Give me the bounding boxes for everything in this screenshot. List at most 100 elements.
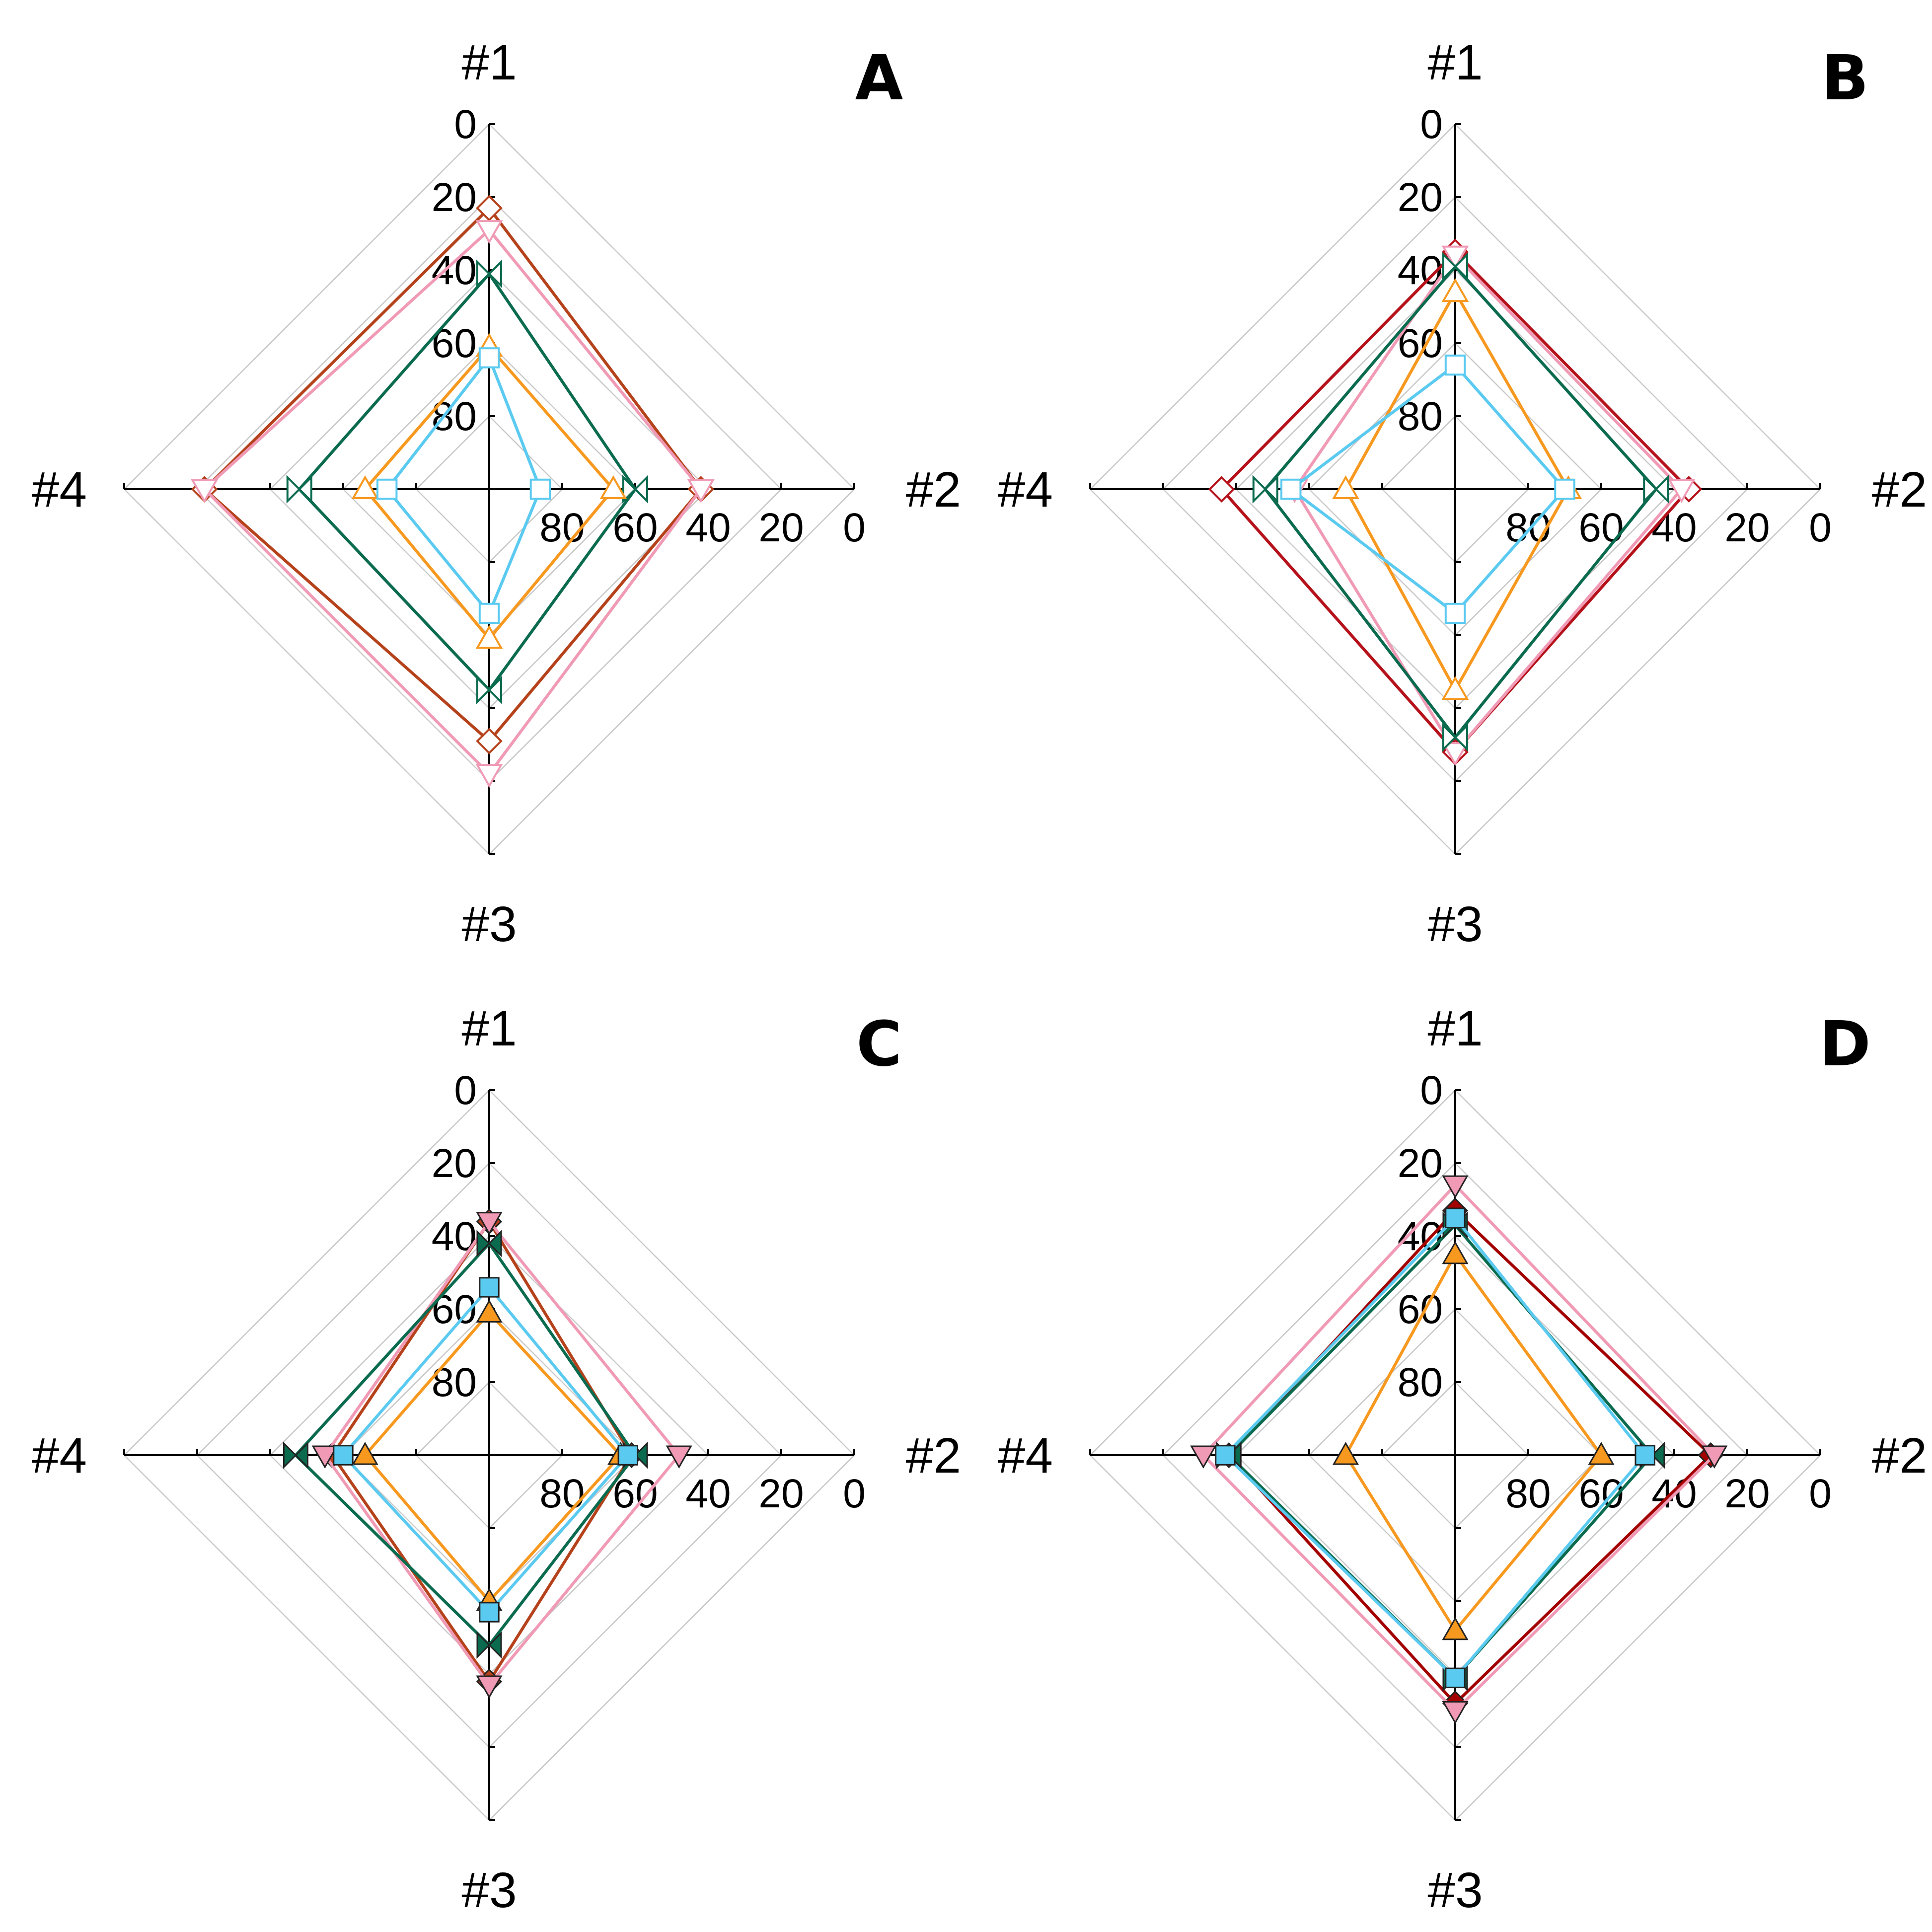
- data-point-bowtie-axis3: [476, 675, 502, 705]
- tick-label-axis1: 40: [432, 248, 477, 293]
- tick-label-axis2: 0: [1809, 1471, 1832, 1516]
- data-point-bowtie-axis2: [1643, 475, 1669, 504]
- tick-label-axis1: 0: [454, 102, 477, 147]
- data-point-triangle-up-axis4: [351, 475, 379, 499]
- data-point-triangle-down-axis3: [476, 1675, 503, 1699]
- data-point-triangle-up-axis1: [1442, 1241, 1469, 1264]
- tick-label-axis2: 40: [1651, 505, 1697, 550]
- data-point-triangle-up-axis4: [1332, 475, 1359, 499]
- axis-name-3: #3: [461, 896, 517, 952]
- axis-name-3: #3: [1427, 896, 1483, 952]
- data-point-bowtie-axis1: [476, 1230, 502, 1258]
- data-point-square-axis3: [1445, 1667, 1466, 1689]
- tick-label-axis2: 0: [1809, 505, 1832, 550]
- tick-label-axis1: 20: [432, 1141, 477, 1186]
- data-point-bowtie-axis1: [476, 259, 502, 289]
- data-point-triangle-down-axis4: [191, 479, 219, 504]
- data-point-triangle-down-axis1: [1442, 1175, 1469, 1199]
- tick-label-axis1: 0: [1420, 102, 1443, 147]
- data-point-square-axis1: [479, 1277, 500, 1298]
- data-point-triangle-down-axis2: [1668, 479, 1696, 504]
- axis-name-1: #1: [1427, 35, 1483, 90]
- tick-label-axis2: 20: [1724, 1471, 1770, 1516]
- tick-label-axis2: 80: [539, 505, 585, 550]
- data-point-bowtie-axis3: [1442, 723, 1468, 752]
- data-point-diamond-axis1: [476, 195, 503, 222]
- axis-name-1: #1: [1427, 1001, 1483, 1056]
- tick-label-axis1: 0: [1420, 1068, 1443, 1113]
- data-point-square-axis1: [1444, 354, 1466, 376]
- data-point-triangle-up-axis4: [1332, 1441, 1359, 1465]
- data-point-triangle-up-axis1: [476, 1299, 503, 1323]
- panel-letter: A: [855, 42, 903, 114]
- tick-label-axis1: 20: [1398, 1141, 1443, 1186]
- series-line-square: [341, 1285, 630, 1615]
- data-point-triangle-up-axis3: [1441, 676, 1469, 700]
- data-point-triangle-down-axis3: [1442, 1701, 1469, 1724]
- tick-label-axis2: 80: [539, 1471, 585, 1516]
- data-point-triangle-up-axis3: [1442, 1617, 1469, 1640]
- data-point-square-axis3: [478, 602, 500, 624]
- data-point-square-axis1: [478, 347, 500, 369]
- data-point-square-axis1: [1445, 1207, 1466, 1228]
- tick-label-axis2: 40: [685, 505, 731, 550]
- tick-label-axis2: 20: [758, 505, 804, 550]
- axis-name-3: #3: [461, 1862, 517, 1918]
- tick-label-axis2: 20: [758, 1471, 804, 1516]
- axis-name-3: #3: [1427, 1862, 1483, 1918]
- data-point-triangle-up-axis2: [1588, 1441, 1615, 1465]
- axis-name-2: #2: [906, 462, 961, 518]
- data-point-triangle-down-axis1: [1441, 245, 1469, 270]
- data-point-triangle-up-axis2: [599, 475, 627, 499]
- tick-label-axis1: 20: [1398, 175, 1443, 220]
- data-point-bowtie-axis4: [286, 475, 312, 504]
- data-point-triangle-up-axis1: [1441, 278, 1469, 302]
- axis-name-4: #4: [998, 462, 1053, 518]
- tick-label-axis1: 0: [454, 1068, 477, 1113]
- tick-label-axis1: 60: [1398, 1287, 1443, 1332]
- data-point-diamond-axis4: [1208, 476, 1235, 503]
- data-point-triangle-up-axis4: [352, 1441, 378, 1465]
- data-point-triangle-down-axis1: [475, 220, 503, 244]
- tick-label-axis1: 80: [1398, 1360, 1443, 1405]
- data-point-triangle-down-axis3: [1441, 742, 1469, 766]
- data-point-bowtie-axis4: [1252, 475, 1278, 504]
- data-point-square-axis2: [529, 478, 551, 500]
- data-point-square-axis3: [479, 1602, 500, 1623]
- data-point-square-axis3: [1444, 602, 1466, 624]
- tick-label-axis1: 20: [432, 175, 477, 220]
- tick-label-axis2: 40: [685, 1471, 731, 1516]
- tick-label-axis2: 0: [843, 505, 866, 550]
- data-point-triangle-down-axis4: [311, 1445, 338, 1469]
- data-point-bowtie-axis4: [283, 1441, 308, 1469]
- data-point-bowtie-axis1: [1442, 252, 1468, 281]
- tick-label-axis1: 60: [432, 321, 477, 366]
- axis-name-1: #1: [461, 1001, 517, 1056]
- data-point-square-axis4: [1280, 478, 1302, 500]
- data-point-square-axis2: [617, 1445, 638, 1466]
- data-point-bowtie-axis2: [622, 475, 648, 504]
- axis-name-2: #2: [1872, 1428, 1927, 1484]
- data-point-triangle-up-axis3: [475, 625, 503, 649]
- axis-name-2: #2: [906, 1428, 961, 1484]
- series-line-triangle-up: [1344, 1252, 1603, 1633]
- data-point-triangle-down-axis2: [687, 479, 715, 504]
- data-point-diamond-axis3: [476, 728, 503, 754]
- tick-label-axis2: 80: [1505, 1471, 1551, 1516]
- axis-name-2: #2: [1872, 462, 1927, 518]
- axis-name-1: #1: [461, 35, 517, 90]
- data-point-triangle-down-axis4: [1190, 1445, 1217, 1469]
- data-point-triangle-down-axis1: [476, 1212, 503, 1235]
- axis-name-4: #4: [32, 1428, 87, 1484]
- data-point-triangle-down-axis2: [666, 1445, 692, 1469]
- axis-name-4: #4: [32, 462, 87, 518]
- panel-letter: B: [1821, 42, 1868, 114]
- tick-label-axis1: 80: [1398, 394, 1443, 439]
- series-line-bowtie: [1263, 264, 1658, 740]
- tick-label-axis2: 60: [612, 505, 658, 550]
